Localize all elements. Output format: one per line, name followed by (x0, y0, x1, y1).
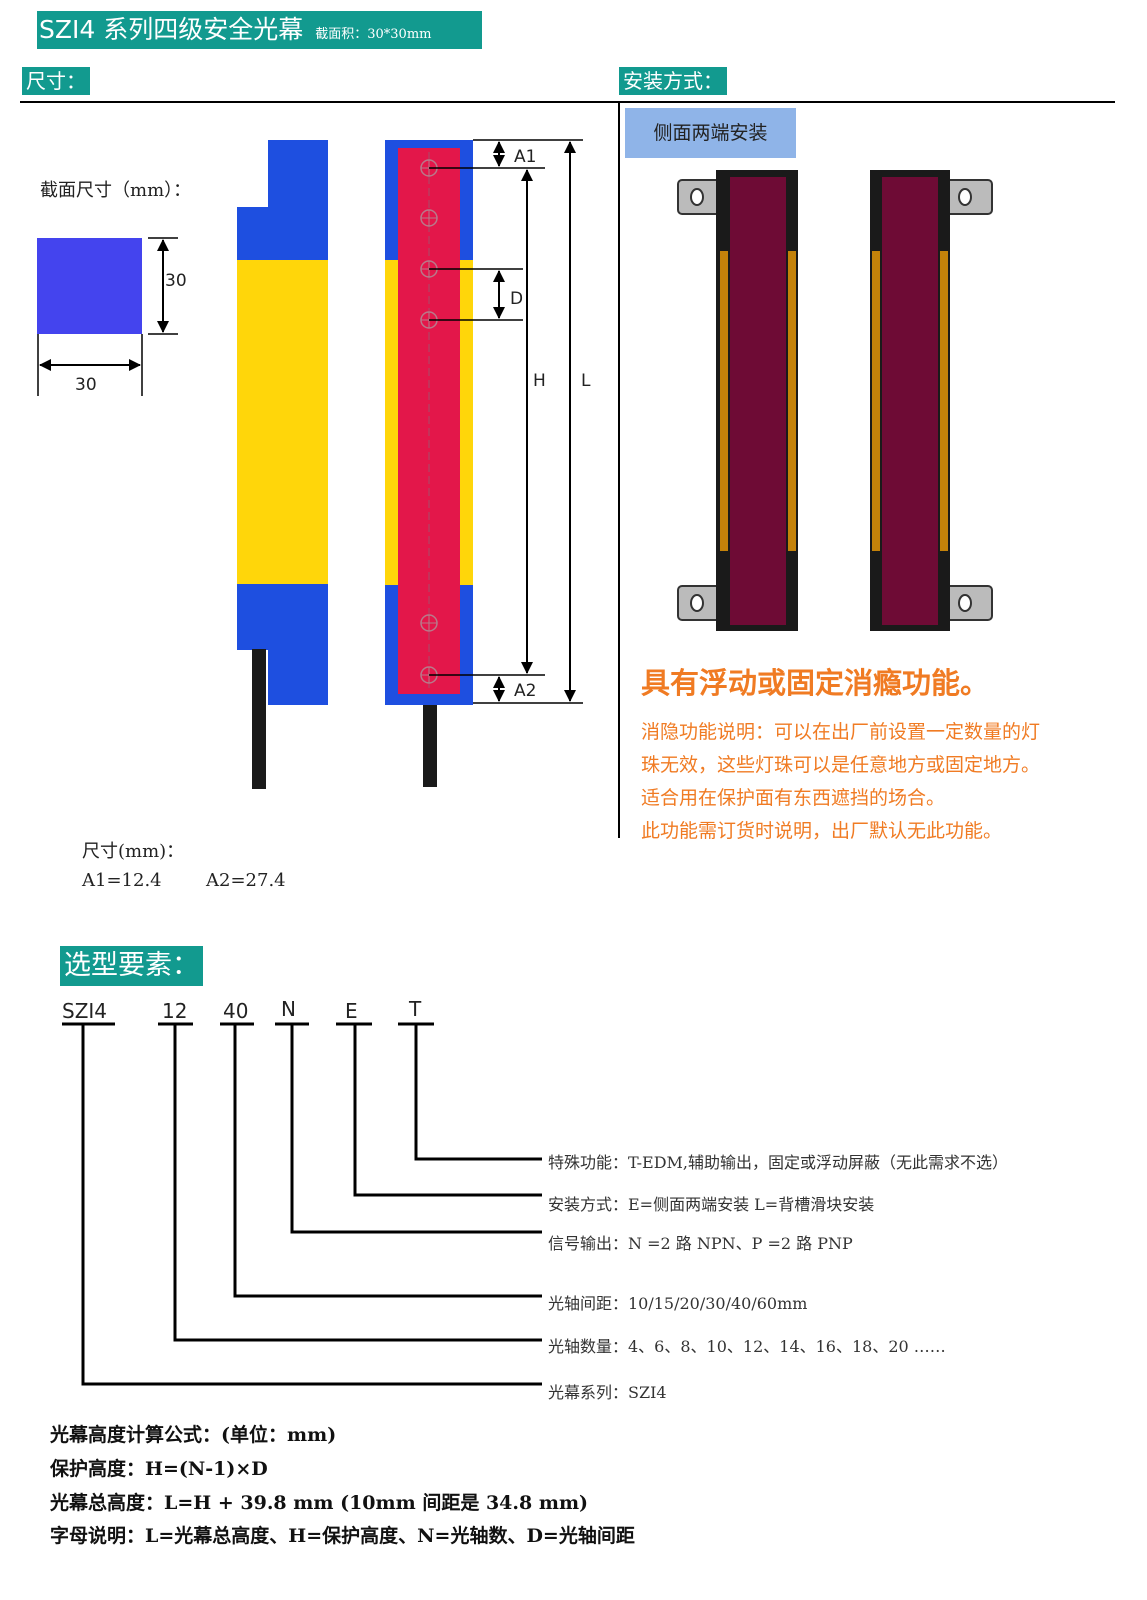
model-part-series: SZI4 (62, 999, 108, 1023)
main-title-banner: SZI4 系列四级安全光幕 截面积：30*30mm (37, 11, 482, 49)
cross-section-label: 截面尺寸（mm）： (40, 180, 192, 201)
option-axis-spacing: 光轴间距：10/15/20/30/40/60mm (548, 1294, 808, 1313)
option-signal-output: 信号输出：N =2 路 NPN、P =2 路 PNP (548, 1234, 853, 1253)
column-divider (618, 101, 620, 838)
mounting-method-label: 侧面两端安装 (625, 108, 796, 158)
mounting-section-tag: 安装方式： (619, 67, 727, 95)
model-part-spacing: 40 (223, 999, 249, 1023)
formula-protect-height: 保护高度：H=(N-1)×D (50, 1458, 268, 1480)
formula-total-height: 光幕总高度：L=H + 39.8 mm (10mm 间距是 34.8 mm) (50, 1492, 589, 1514)
option-axis-count: 光轴数量：4、6、8、10、12、14、16、18、20 …… (548, 1337, 946, 1356)
model-part-output: N (281, 997, 296, 1021)
feature-line-3: 适合用在保护面有东西遮挡的场合。 (641, 787, 946, 809)
dimension-values-heading: 尺寸(mm)： (82, 841, 185, 862)
dimension-value-a1: A1=12.4 (82, 870, 162, 891)
formula-title: 光幕高度计算公式：(单位：mm) (50, 1424, 337, 1446)
model-part-special: T (409, 997, 422, 1021)
option-mounting: 安装方式：E=侧面两端安装 L=背槽滑块安装 (548, 1195, 875, 1214)
model-part-axis-count: 12 (162, 999, 188, 1023)
cross-section-diagram (37, 237, 178, 396)
dim-label-l: L (581, 371, 591, 391)
dimension-value-a2: A2=27.4 (206, 870, 286, 891)
selection-section-tag: 选型要素： (60, 946, 203, 986)
section-area-label: 截面积：30*30mm (315, 27, 432, 42)
dim-label-a2: A2 (514, 681, 537, 701)
curtain-side-view (237, 140, 328, 789)
dim-label-d: D (510, 289, 524, 309)
cross-section-square (37, 238, 142, 334)
formula-legend: 字母说明：L=光幕总高度、H=保护高度、N=光轴数、D=光轴间距 (50, 1525, 635, 1547)
mounting-diagram (677, 170, 993, 631)
cross-section-width-value: 30 (75, 375, 97, 395)
dim-label-a1: A1 (514, 147, 537, 167)
option-series: 光幕系列：SZI4 (548, 1383, 667, 1402)
cross-section-height-value: 30 (165, 271, 187, 291)
feature-line-1: 消隐功能说明：可以在出厂前设置一定数量的灯 (641, 721, 1041, 743)
dim-label-h: H (533, 371, 546, 391)
model-part-mounting: E (345, 999, 358, 1023)
option-special-function: 特殊功能：T-EDM,辅助输出，固定或浮动屏蔽（无此需求不选） (548, 1153, 1008, 1172)
feature-line-4: 此功能需订货时说明，出厂默认无此功能。 (641, 820, 1003, 842)
page-title: SZI4 系列四级安全光幕 (39, 15, 304, 44)
curtain-front-view (385, 139, 583, 787)
feature-title: 具有浮动或固定消瘾功能。 (641, 666, 990, 700)
model-code-tree (62, 1022, 542, 1386)
header-divider (20, 101, 1115, 103)
feature-line-2: 珠无效，这些灯珠可以是任意地方或固定地方。 (641, 754, 1041, 776)
dimensions-section-tag: 尺寸： (22, 67, 90, 95)
